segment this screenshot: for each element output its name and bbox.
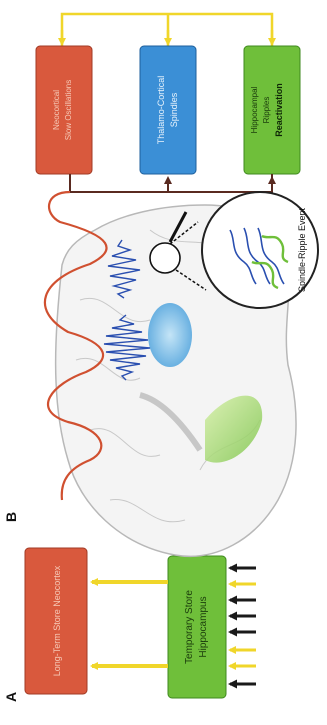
inset-label: Spindle-Ripple Event bbox=[297, 207, 307, 292]
spindle-ripple-inset: Spindle-Ripple Event bbox=[202, 192, 318, 308]
bottom-connector bbox=[70, 174, 272, 192]
thalamo-cortical-box: Thalamo-Cortical Spindles bbox=[140, 46, 196, 174]
thalamo-label-line1: Thalamo-Cortical bbox=[156, 76, 166, 145]
thalamus-region bbox=[148, 303, 192, 367]
panel-a-label: A bbox=[3, 692, 19, 702]
temporary-store-label-line1: Temporary Store bbox=[184, 590, 195, 664]
long-term-store-box: Long-Term Store Neocortex bbox=[25, 548, 87, 694]
neocortical-label-line1: Neocortical bbox=[52, 90, 61, 130]
hippocampal-label-line1: Hippocampal bbox=[250, 86, 259, 133]
hippocampal-box: Hippocampal Ripples Reactivation bbox=[244, 46, 300, 174]
neocortical-label-line2: Slow Oscillations bbox=[64, 80, 73, 140]
panel-b: B Neocortical Slow Oscillations Thalamo-… bbox=[3, 14, 318, 556]
panel-b-label: B bbox=[3, 512, 19, 522]
long-term-store-label: Long-Term Store Neocortex bbox=[52, 565, 62, 676]
temporary-store-label-line2: Hippocampus bbox=[198, 596, 209, 657]
thalamo-label-line2: Spindles bbox=[169, 92, 179, 127]
temporary-store-box: Temporary Store Hippocampus bbox=[168, 556, 226, 698]
hippocampal-label-line3: Reactivation bbox=[274, 83, 284, 137]
zoom-focus-circle bbox=[150, 243, 180, 273]
panel-a: A Long-Term Store Neocortex Temporary St… bbox=[3, 548, 256, 702]
neocortical-box: Neocortical Slow Oscillations bbox=[36, 46, 92, 174]
hippocampal-label-line2: Ripples bbox=[262, 97, 271, 124]
